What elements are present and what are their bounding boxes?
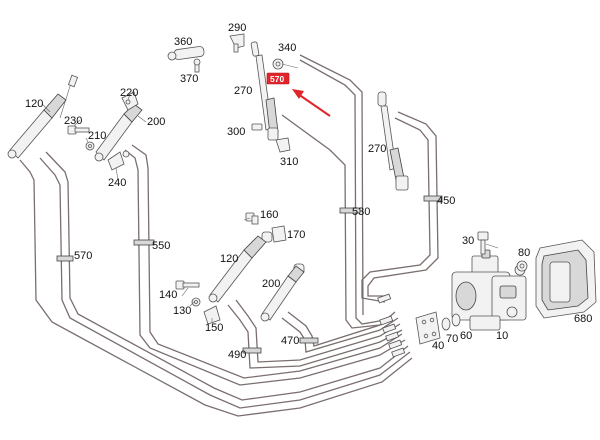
line-550-b[interactable] (131, 144, 403, 379)
pin-370[interactable] (193, 58, 201, 73)
gas-strut-120-lower[interactable] (208, 231, 273, 303)
label-310: 310 (280, 156, 298, 168)
label-220: 220 (120, 87, 138, 99)
label-340: 340 (278, 42, 296, 54)
pipe-clip (423, 195, 443, 202)
label-290: 290 (228, 22, 246, 34)
line-490[interactable] (227, 304, 403, 369)
bolt-30[interactable] (477, 231, 489, 255)
label-550: 550 (152, 240, 170, 252)
line-530-c[interactable] (299, 54, 364, 316)
label-160: 160 (260, 209, 278, 221)
label-450: 450 (437, 195, 455, 207)
label-490: 490 (228, 349, 246, 361)
bolt-230[interactable] (67, 125, 90, 135)
pipe-union-fittings (377, 293, 406, 358)
label-40: 40 (432, 340, 444, 352)
label-200b: 200 (262, 278, 280, 290)
label-300: 300 (227, 126, 245, 138)
seal-60[interactable] (451, 313, 461, 327)
washer-340[interactable] (272, 58, 284, 70)
bolt-300[interactable] (251, 123, 263, 131)
label-200a: 200 (147, 116, 165, 128)
label-10: 10 (496, 330, 508, 342)
line-530-b[interactable] (299, 59, 386, 325)
bolt-140[interactable] (175, 280, 200, 290)
gas-strut-270-center[interactable] (250, 41, 279, 141)
label-170: 170 (287, 229, 305, 241)
label-150: 150 (205, 322, 223, 334)
pump-unit-10[interactable] (451, 249, 527, 331)
label-130: 130 (173, 305, 191, 317)
hydraulic-lines (19, 54, 443, 417)
line-490-b[interactable] (235, 299, 401, 363)
label-270b: 270 (368, 143, 386, 155)
label-270a: 270 (234, 85, 252, 97)
label-530: 530 (352, 206, 370, 218)
label-30: 30 (462, 235, 474, 247)
label-120a: 120 (25, 98, 43, 110)
red-arrow-icon (292, 89, 331, 117)
pipe-clip (133, 239, 155, 246)
grommet-80[interactable] (516, 260, 528, 272)
label-360: 360 (174, 36, 192, 48)
highlight-label: 570 (270, 74, 284, 84)
washer-130[interactable] (191, 297, 201, 307)
plate-40[interactable] (415, 311, 441, 345)
gas-strut-200-lower[interactable] (260, 263, 305, 322)
pipe-clip (242, 347, 262, 354)
cylinder-360[interactable] (167, 46, 205, 61)
pipe-clip (56, 255, 74, 262)
clip-170[interactable] (271, 225, 287, 243)
line-570-b[interactable] (45, 151, 409, 401)
label-140: 140 (159, 289, 177, 301)
gas-strut-200-left[interactable] (94, 103, 143, 162)
line-570[interactable] (39, 157, 411, 409)
label-120b: 120 (220, 253, 238, 265)
bracket-150[interactable] (203, 305, 221, 325)
cover-680[interactable] (535, 239, 597, 319)
line-570-c[interactable] (19, 159, 413, 417)
highlight-callout[interactable]: 570 (266, 72, 290, 85)
bolt-160[interactable] (245, 212, 259, 225)
label-210: 210 (88, 130, 106, 142)
seal-70[interactable] (441, 317, 451, 331)
label-80: 80 (518, 247, 530, 259)
pipe-clip (299, 337, 319, 344)
gas-strut-120-left[interactable] (7, 74, 79, 159)
label-680: 680 (574, 313, 592, 325)
part-labels: 120 230 210 220 200 240 570 550 360 370 … (25, 22, 592, 361)
label-230: 230 (64, 115, 82, 127)
bracket-290[interactable] (229, 33, 245, 53)
line-550[interactable] (124, 149, 406, 386)
label-370: 370 (180, 73, 198, 85)
line-450[interactable] (361, 117, 431, 303)
leader-lines (41, 63, 499, 322)
line-450-b[interactable] (367, 111, 439, 297)
label-570: 570 (74, 250, 92, 262)
label-60: 60 (460, 330, 472, 342)
clip-310[interactable] (275, 137, 291, 153)
label-470: 470 (281, 335, 299, 347)
bracket-240[interactable] (107, 150, 130, 171)
washer-210[interactable] (85, 141, 95, 151)
label-240: 240 (108, 177, 126, 189)
pipe-clip (339, 207, 361, 214)
line-530[interactable] (281, 114, 381, 329)
gas-strut-270-right[interactable] (377, 91, 409, 191)
label-70: 70 (446, 333, 458, 345)
